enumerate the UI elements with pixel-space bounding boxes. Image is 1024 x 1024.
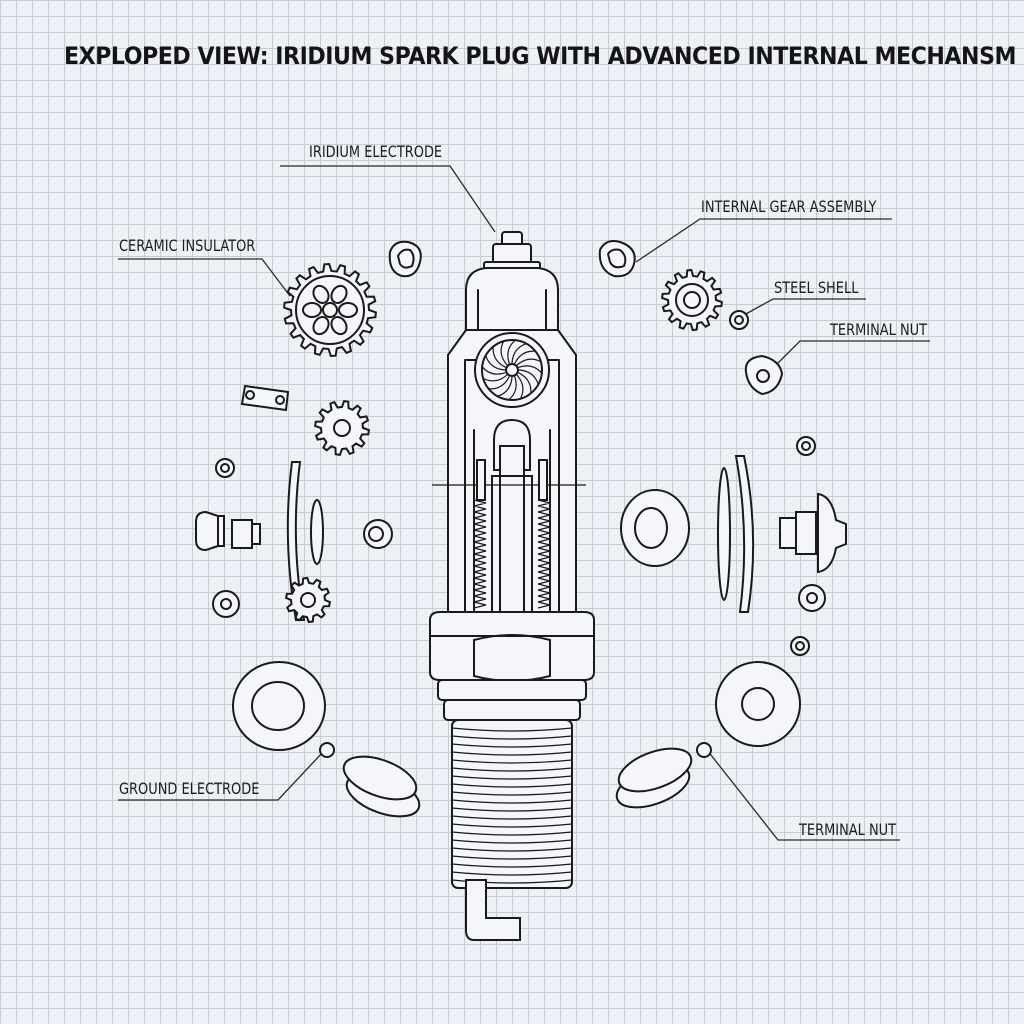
- threads: [451, 727, 573, 884]
- thin-ring-left: [310, 499, 324, 565]
- geared-disc-left: [212, 590, 240, 618]
- washer-right: [620, 489, 690, 567]
- band-ring-left: [342, 755, 421, 818]
- diagram-title: EXPLOPED VIEW: IRIDIUM SPARK PLUG WITH A…: [64, 42, 1017, 70]
- left-parts: [195, 240, 422, 818]
- springs: [473, 499, 551, 609]
- arc-washer-left: [286, 461, 306, 621]
- label-ceramic-insulator: CERAMIC INSULATOR: [119, 236, 256, 255]
- right-parts: [598, 240, 847, 809]
- leader-ground-electrode: [118, 751, 324, 801]
- cap-left: [363, 519, 393, 549]
- flange-right: [817, 492, 847, 574]
- thin-disc-a: [717, 467, 731, 601]
- label-ground-electrode: GROUND ELECTRODE: [119, 779, 260, 798]
- turbine-wheel: [474, 332, 550, 408]
- clip-right: [598, 240, 636, 278]
- large-washer-right: [715, 661, 801, 747]
- leader-steel-shell: [743, 298, 866, 316]
- hex-nut-right: [796, 436, 816, 456]
- leader-internal-gear-assembly: [635, 218, 892, 263]
- label-steel-shell: STEEL SHELL: [774, 278, 859, 297]
- steel-shell-ring: [729, 310, 749, 330]
- label-internal-gear-assembly: INTERNAL GEAR ASSEMBLY: [701, 197, 877, 216]
- bushing-a: [195, 510, 219, 552]
- leader-terminal-nut-lower: [706, 749, 900, 841]
- band-ring-right: [615, 747, 693, 809]
- internal-gear: [661, 268, 723, 332]
- bushing-b: [231, 519, 253, 549]
- terminal-nut-upper: [744, 354, 784, 396]
- label-terminal-nut-upper: TERMINAL NUT: [830, 320, 928, 339]
- large-washer-left: [232, 661, 326, 751]
- geared-disc-right: [798, 584, 826, 612]
- tiny-ring-right: [696, 742, 712, 758]
- leader-terminal-nut-upper: [772, 340, 930, 369]
- label-terminal-nut-lower: TERMINAL NUT: [799, 820, 897, 839]
- label-iridium-electrode: IRIDIUM ELECTRODE: [309, 142, 443, 161]
- leader-ceramic-insulator: [118, 258, 291, 297]
- clip-left: [388, 240, 422, 278]
- leader-iridium-electrode: [280, 165, 496, 233]
- tiny-nut: [215, 458, 235, 478]
- thin-disc-b: [734, 455, 755, 613]
- leader-lines: [118, 165, 930, 841]
- small-nut-right: [790, 636, 810, 656]
- small-gear-left: [313, 399, 371, 457]
- tiny-ring-left: [319, 742, 335, 758]
- ceramic-insulator-gear: [283, 262, 377, 358]
- small-gear-left-low: [284, 576, 332, 624]
- hub-right: [779, 517, 797, 549]
- spark-plug-body: [429, 231, 595, 941]
